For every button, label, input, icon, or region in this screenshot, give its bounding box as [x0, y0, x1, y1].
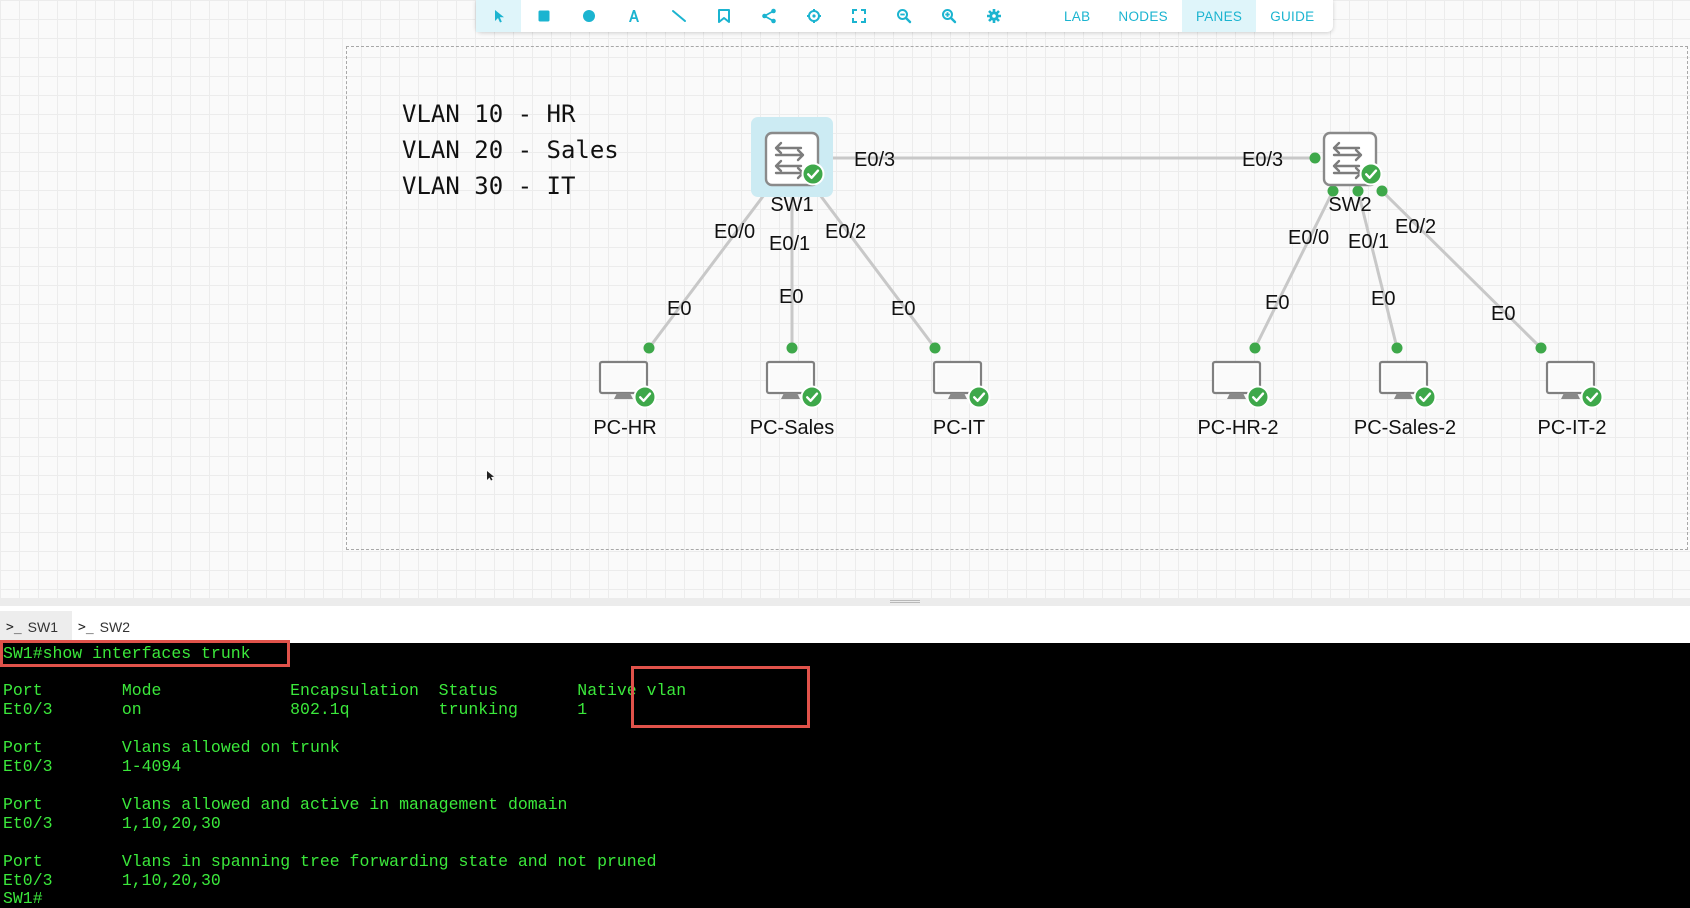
- label-pc-hr-e0: E0: [667, 298, 691, 320]
- lab-frame: [346, 46, 1688, 550]
- link-sw2-pc-it-2: [1380, 189, 1543, 350]
- console-tab-sw1[interactable]: >_ SW1: [0, 611, 72, 643]
- pc-hr[interactable]: [598, 360, 657, 409]
- terminal-prompt-icon: >_: [78, 619, 94, 635]
- pc-sales[interactable]: [765, 360, 824, 409]
- legend-line-vlan-30: VLAN 30 - IT: [402, 172, 576, 200]
- label-pc-hr: PC-HR: [593, 417, 656, 439]
- label-sw2-e0-3: E0/3: [1242, 149, 1283, 171]
- pc-hr-2[interactable]: [1211, 360, 1270, 409]
- crop-tool-icon[interactable]: [701, 0, 746, 32]
- label-sw1-e0-1: E0/1: [769, 233, 810, 255]
- label-sw2-e0-2: E0/2: [1395, 216, 1436, 238]
- ellipse-tool-icon[interactable]: [566, 0, 611, 32]
- line-tool-icon[interactable]: [656, 0, 701, 32]
- terminal-line: Et0/3 1,10,20,30: [3, 814, 221, 833]
- terminal-line: Et0/3 1,10,20,30: [3, 871, 221, 890]
- toolbar: LAB NODES PANES GUIDE: [476, 0, 1333, 32]
- terminal-line: Port Vlans in spanning tree forwarding s…: [3, 852, 657, 871]
- text-tool-icon[interactable]: [611, 0, 656, 32]
- link-sw2-pc-sales-2: [1356, 190, 1399, 349]
- switch-sw2[interactable]: [1322, 131, 1383, 187]
- terminal-line: Port Vlans allowed and active in managem…: [3, 795, 568, 814]
- switch-sw1[interactable]: [751, 117, 833, 197]
- topology-canvas[interactable]: [0, 0, 1690, 598]
- zoom-out-icon[interactable]: [881, 0, 926, 32]
- fit-screen-icon[interactable]: [836, 0, 881, 32]
- console-tab-label: SW2: [99, 619, 130, 635]
- terminal-line: Et0/3 1-4094: [3, 757, 182, 776]
- terminal-line: SW1#: [3, 889, 43, 908]
- menu-guide[interactable]: GUIDE: [1270, 8, 1315, 24]
- settings-icon[interactable]: [971, 0, 1016, 32]
- splitter-grip-icon[interactable]: [890, 600, 920, 603]
- console-tab-sw2[interactable]: >_ SW2: [72, 611, 144, 643]
- label-sw2-e0-0: E0/0: [1288, 227, 1329, 249]
- pane-splitter[interactable]: [0, 598, 1690, 606]
- label-pc-it-e0: E0: [891, 298, 915, 320]
- link-sw1-pc-it: [815, 190, 937, 349]
- label-pc-hr-2: PC-HR-2: [1197, 417, 1278, 439]
- label-pc-it-2: PC-IT-2: [1538, 417, 1607, 439]
- pc-it[interactable]: [932, 360, 991, 409]
- label-pc-sales-2-e0: E0: [1371, 288, 1395, 310]
- label-pc-sales-e0: E0: [779, 286, 803, 308]
- label-pc-it-2-e0: E0: [1491, 303, 1515, 325]
- label-sw1-e0-3: E0/3: [854, 149, 895, 171]
- label-pc-it: PC-IT: [933, 417, 985, 439]
- label-sw1-e0-2: E0/2: [825, 221, 866, 243]
- console-tabs: >_ SW1 >_ SW2: [0, 606, 1690, 643]
- label-pc-hr-2-e0: E0: [1265, 292, 1289, 314]
- mouse-cursor: [487, 471, 494, 481]
- pc-sales-2[interactable]: [1378, 360, 1437, 409]
- center-tool-icon[interactable]: [791, 0, 836, 32]
- label-sw1-e0-0: E0/0: [714, 221, 755, 243]
- pc-it-2[interactable]: [1545, 360, 1604, 409]
- select-tool-icon[interactable]: [476, 0, 521, 32]
- menu-lab[interactable]: LAB: [1064, 8, 1091, 24]
- label-pc-sales: PC-Sales: [750, 417, 834, 439]
- terminal-line: Port Vlans allowed on trunk: [3, 738, 340, 757]
- terminal-line: Et0/3 on 802.1q trunking 1: [3, 700, 588, 719]
- legend-line-vlan-10: VLAN 10 - HR: [402, 100, 576, 128]
- zoom-in-icon[interactable]: [926, 0, 971, 32]
- label-sw1: SW1: [770, 194, 813, 216]
- menu-nodes[interactable]: NODES: [1118, 8, 1168, 24]
- menu-panes[interactable]: PANES: [1181, 0, 1257, 32]
- label-pc-sales-2: PC-Sales-2: [1354, 417, 1456, 439]
- link-tool-icon[interactable]: [746, 0, 791, 32]
- label-sw2: SW2: [1328, 194, 1371, 216]
- legend-line-vlan-20: VLAN 20 - Sales: [402, 136, 619, 164]
- terminal-line: SW1#show interfaces trunk: [3, 644, 251, 663]
- native-vlan-highlight-box: [631, 666, 810, 728]
- terminal-console[interactable]: SW1#show interfaces trunk Port Mode Enca…: [0, 640, 1690, 908]
- command-highlight-box: [0, 640, 290, 667]
- console-tab-label: SW1: [27, 619, 58, 635]
- terminal-line: Port Mode Encapsulation Status Native vl…: [3, 681, 687, 700]
- links: [647, 156, 1543, 350]
- vlan-legend: VLAN 10 - HR VLAN 20 - Sales VLAN 30 - I…: [402, 96, 619, 204]
- terminal-prompt-icon: >_: [6, 619, 22, 635]
- link-sw1-pc-hr: [647, 190, 769, 349]
- rectangle-tool-icon[interactable]: [521, 0, 566, 32]
- label-sw2-e0-1: E0/1: [1348, 231, 1389, 253]
- topology-diagram: SW1 SW2 PC-HR PC-Sales PC-IT PC-HR-2 PC-…: [487, 117, 1607, 481]
- link-sw2-pc-hr-2: [1253, 190, 1335, 349]
